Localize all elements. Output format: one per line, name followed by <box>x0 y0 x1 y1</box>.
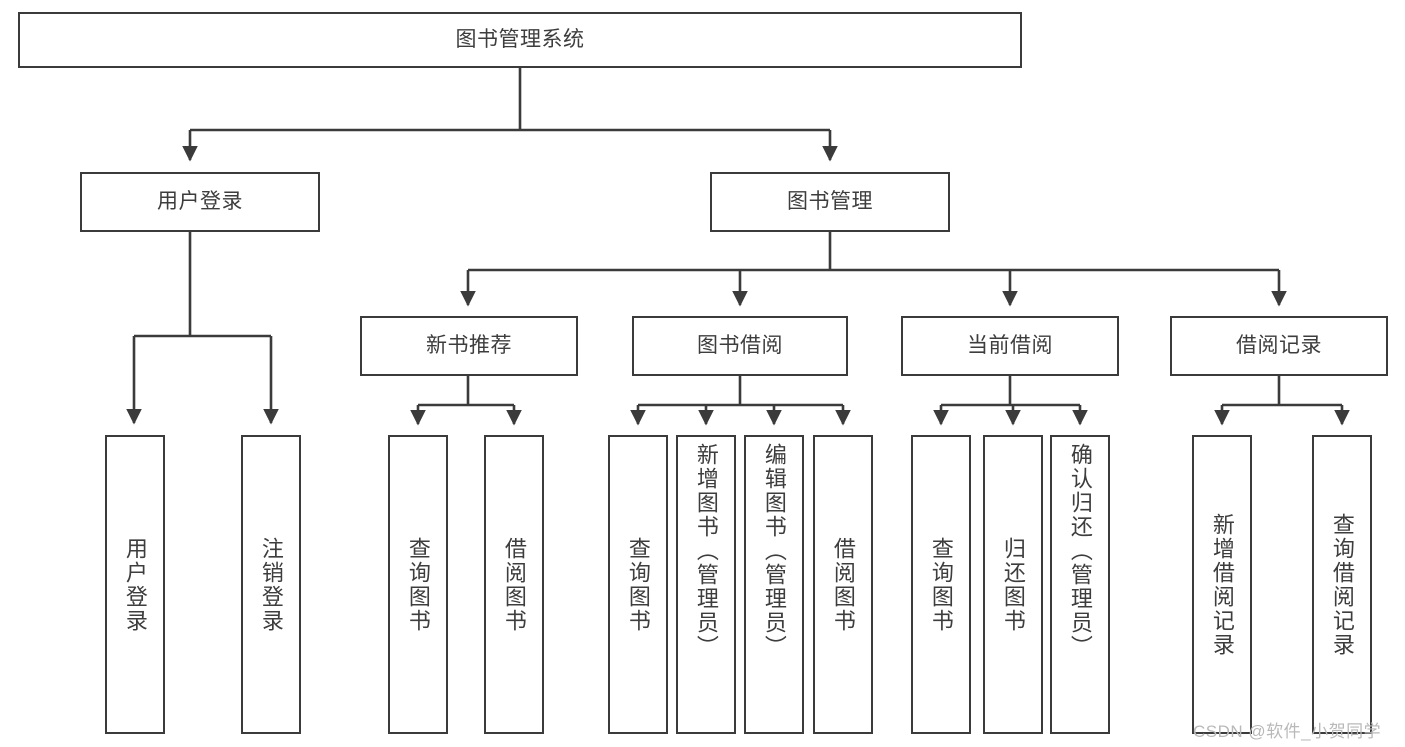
csdn-watermark: CSDN @软件_小贺同学 <box>1193 722 1382 741</box>
node-label: 查询图书 <box>625 536 651 633</box>
node-label: 图书借阅 <box>697 333 783 357</box>
node-root-book-management-system[interactable]: 图书管理系统 <box>18 12 1022 68</box>
node-label: 新增借阅记录 <box>1209 512 1235 657</box>
node-book-management[interactable]: 图书管理 <box>710 172 950 232</box>
node-label: 借阅图书 <box>501 536 527 633</box>
node-leaf-borrow-book[interactable]: 借阅图书 <box>813 435 873 734</box>
node-leaf-edit-book-admin[interactable]: 编辑图书（管理员） <box>744 435 804 734</box>
node-label: 借阅图书 <box>830 536 856 633</box>
node-label: 用户登录 <box>157 189 243 213</box>
node-label: 查询图书 <box>928 536 954 633</box>
node-leaf-add-book-admin[interactable]: 新增图书（管理员） <box>676 435 736 734</box>
node-leaf-query-borrow-record[interactable]: 查询借阅记录 <box>1312 435 1372 734</box>
node-label: 新书推荐 <box>426 333 512 357</box>
node-label: 图书管理 <box>787 189 873 213</box>
node-label: 注销登录 <box>258 536 284 633</box>
node-label: 查询借阅记录 <box>1329 512 1355 657</box>
node-label: 借阅记录 <box>1236 333 1322 357</box>
node-leaf-user-login[interactable]: 用户登录 <box>105 435 165 734</box>
node-leaf-return-book[interactable]: 归还图书 <box>983 435 1043 734</box>
node-leaf-query-book-borrow[interactable]: 查询图书 <box>608 435 668 734</box>
node-label: 新增图书（管理员） <box>693 443 719 659</box>
node-label: 查询图书 <box>405 536 431 633</box>
node-label: 图书管理系统 <box>455 27 585 51</box>
node-leaf-borrow-book-rec[interactable]: 借阅图书 <box>484 435 544 734</box>
node-label: 编辑图书（管理员） <box>761 443 787 659</box>
node-label: 确认归还（管理员） <box>1067 443 1093 659</box>
node-new-book-recommendation[interactable]: 新书推荐 <box>360 316 578 376</box>
node-label: 用户登录 <box>122 536 148 633</box>
node-leaf-query-book-rec[interactable]: 查询图书 <box>388 435 448 734</box>
node-user-login[interactable]: 用户登录 <box>80 172 320 232</box>
node-label: 归还图书 <box>1000 536 1026 633</box>
node-borrowing-record[interactable]: 借阅记录 <box>1170 316 1388 376</box>
node-leaf-logout[interactable]: 注销登录 <box>241 435 301 734</box>
node-label: 当前借阅 <box>967 333 1053 357</box>
node-book-borrowing[interactable]: 图书借阅 <box>632 316 848 376</box>
node-leaf-query-book-current[interactable]: 查询图书 <box>911 435 971 734</box>
node-current-borrowing[interactable]: 当前借阅 <box>901 316 1119 376</box>
node-leaf-add-borrow-record[interactable]: 新增借阅记录 <box>1192 435 1252 734</box>
node-leaf-confirm-return-admin[interactable]: 确认归还（管理员） <box>1050 435 1110 734</box>
